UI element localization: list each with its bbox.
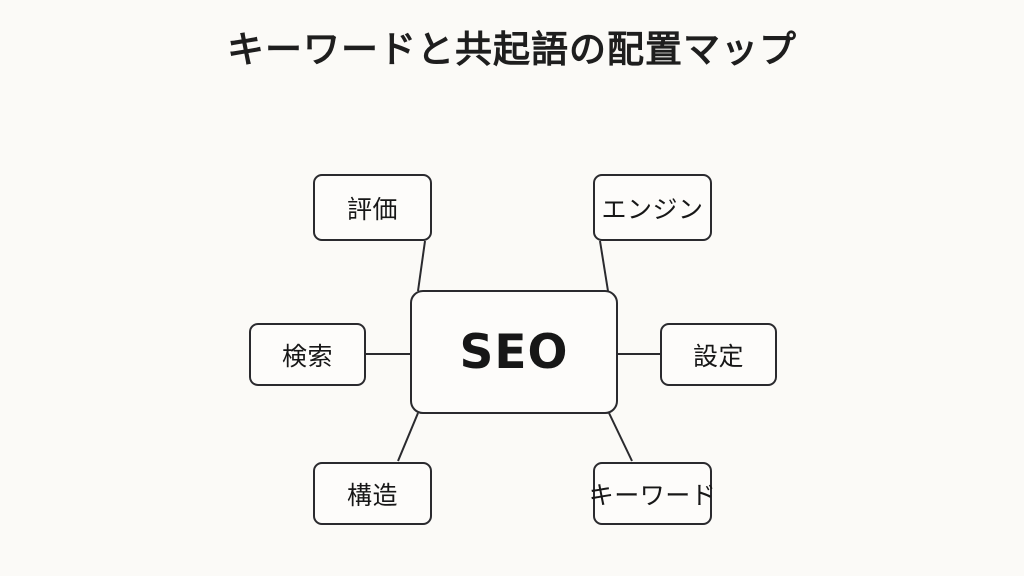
node-hyouka[interactable]: 評価 bbox=[313, 174, 432, 241]
center-node-seo[interactable]: SEO bbox=[410, 290, 618, 414]
center-node-label: SEO bbox=[459, 324, 569, 380]
node-settei-label: 設定 bbox=[692, 341, 744, 371]
node-kouzou-label: 構造 bbox=[346, 480, 398, 510]
edge-hyouka-seo-line bbox=[402, 242, 420, 291]
node-kouzou[interactable]: 構造 bbox=[313, 462, 432, 525]
node-keyword-label: キーワード bbox=[588, 480, 717, 510]
edge-engine-seo bbox=[599, 240, 609, 292]
node-engine[interactable]: エンジン bbox=[593, 174, 712, 241]
node-kensaku[interactable]: 検索 bbox=[249, 323, 366, 386]
edge-kouzou-seo bbox=[397, 412, 419, 462]
node-settei[interactable]: 設定 bbox=[660, 323, 777, 386]
page-title: キーワードと共起語の配置マップ bbox=[227, 28, 797, 71]
node-kensaku-label: 検索 bbox=[281, 341, 333, 371]
node-engine-label: エンジン bbox=[601, 194, 704, 224]
edge-keyword-seo bbox=[608, 412, 633, 462]
edge-hyouka-seo bbox=[417, 240, 426, 292]
node-keyword[interactable]: キーワード bbox=[589, 462, 716, 525]
node-hyouka-label: 評価 bbox=[346, 194, 398, 224]
